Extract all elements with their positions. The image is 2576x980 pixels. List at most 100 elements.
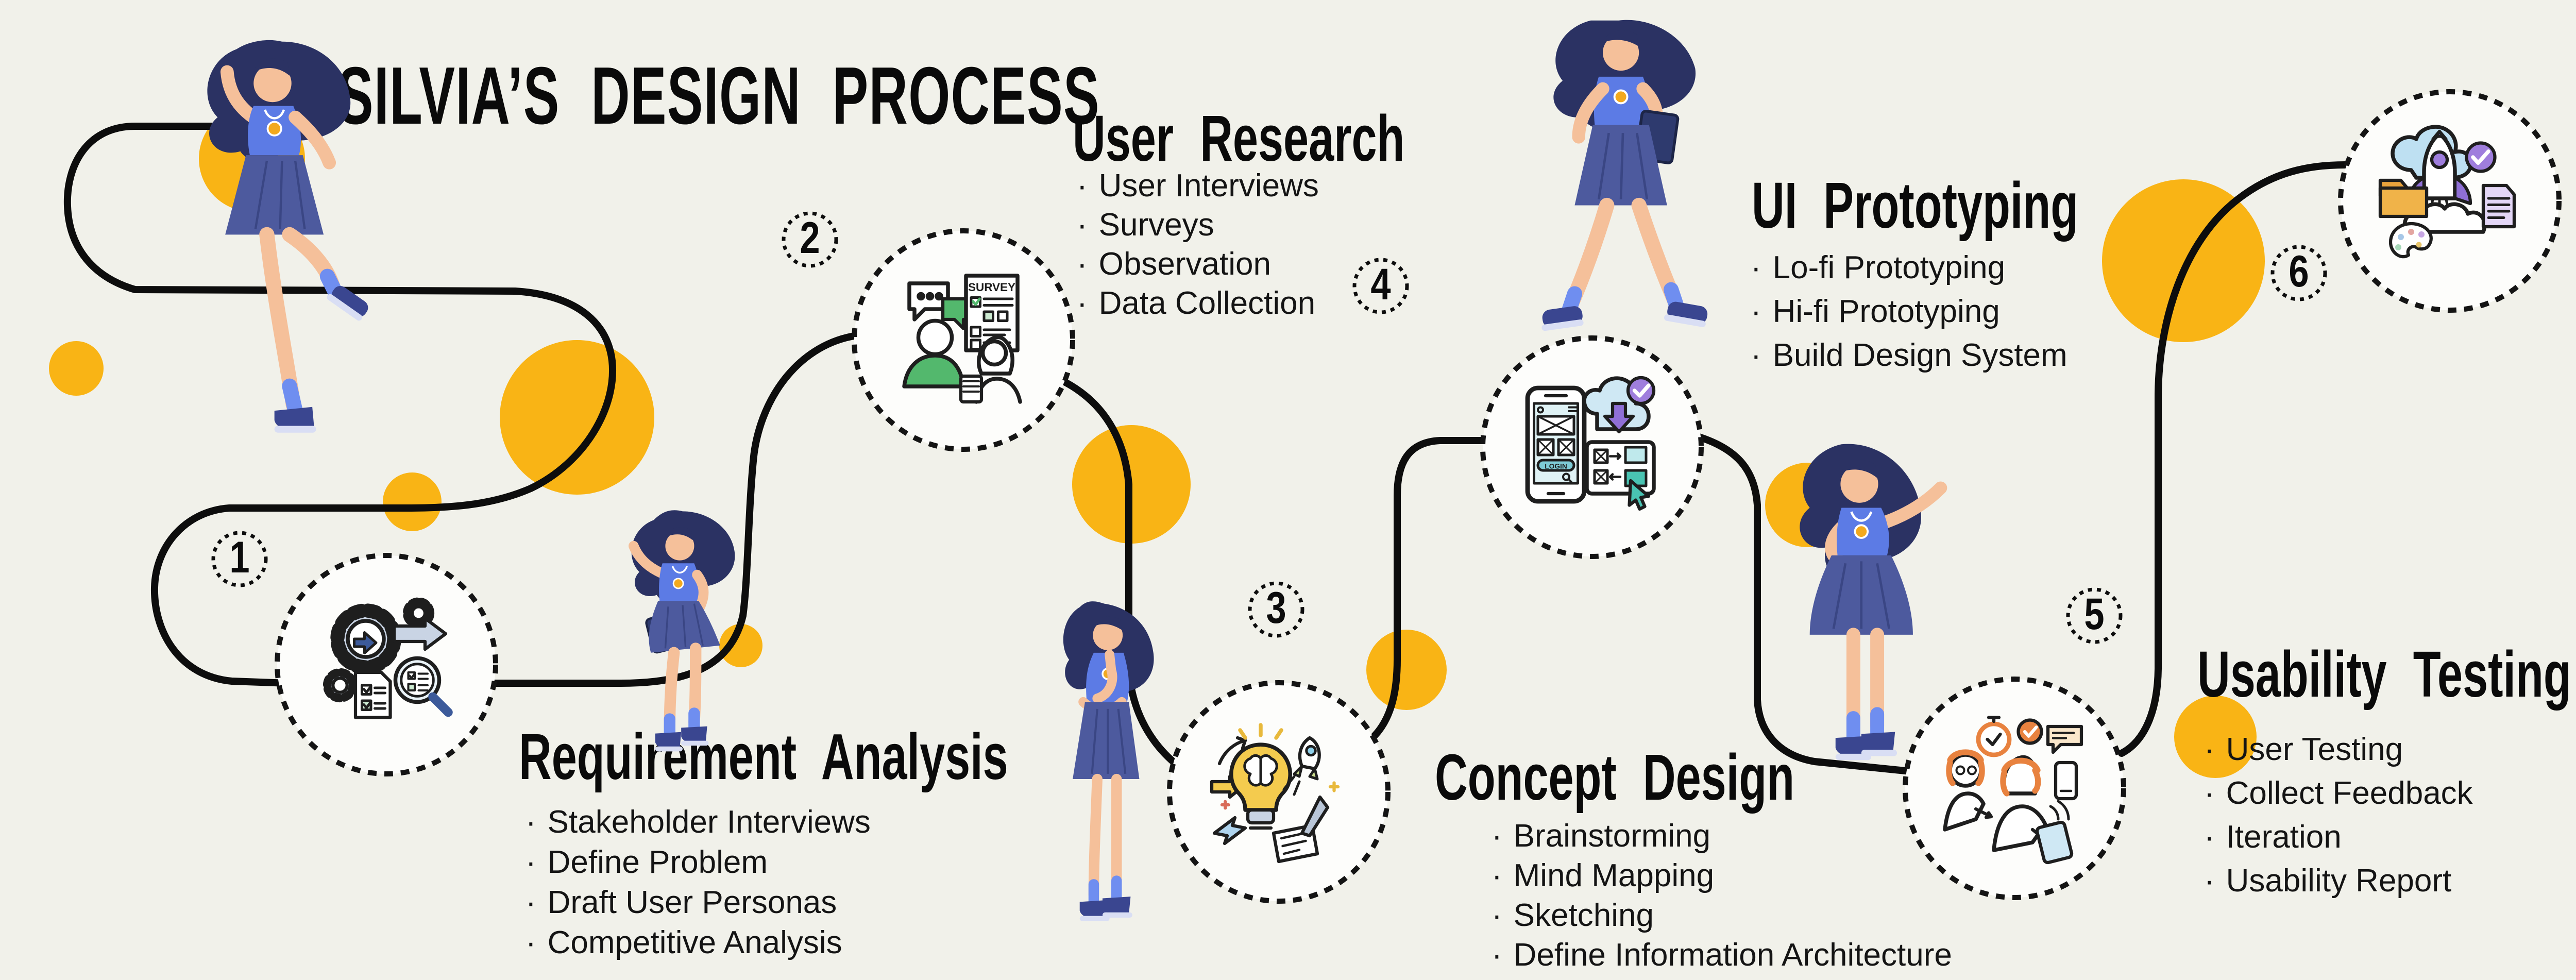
- list-item: ·Stakeholder Interviews: [526, 804, 871, 840]
- step-1-title: Requirement Analysis: [519, 720, 1008, 793]
- page-title: SILVIA’S DESIGN PROCESS: [337, 50, 1100, 141]
- palette-icon: [2388, 222, 2433, 259]
- cloud-download-icon: [1582, 376, 1656, 434]
- step-3-title: Concept Design: [1435, 741, 1794, 814]
- arrow-icon: [392, 616, 448, 651]
- step-5-title: Usability Testing: [2197, 638, 2571, 711]
- check-badge-icon: [2016, 718, 2043, 745]
- step-4-items: ·Lo-fi Prototyping ·Hi-fi Prototyping ·Bui…: [1751, 246, 2067, 377]
- lightbulb-brain-icon: [1229, 723, 1292, 830]
- tablet-flow-icon: [1585, 440, 1656, 496]
- phone-icon: [2054, 761, 2078, 801]
- step-number: 1: [229, 533, 250, 582]
- bullet-dot: ·: [2204, 863, 2215, 899]
- bullet-dot: ·: [526, 884, 536, 920]
- step-2-badge: 2: [780, 210, 840, 269]
- list-item: ·Competitive Analysis: [526, 924, 842, 960]
- running-woman-illustration: [207, 40, 368, 433]
- step-6-badge: 6: [2269, 243, 2329, 303]
- bullet-dot: ·: [1492, 858, 1502, 893]
- step-number: 3: [1266, 583, 1286, 633]
- requirement-analysis-icon: [323, 597, 453, 719]
- ui-prototyping-icon: LOGIN: [1525, 376, 1656, 511]
- list-item: ·Brainstorming: [1492, 818, 1711, 854]
- stopwatch-icon: [1976, 716, 2012, 757]
- list-item: ·Define Problem: [526, 844, 768, 880]
- list-item: ·Build Design System: [1751, 337, 2067, 373]
- accent-circle: [2102, 179, 2265, 342]
- login-button: [1536, 459, 1575, 472]
- tester-person-icon: [1943, 749, 1993, 832]
- bullet-dot: ·: [1492, 818, 1502, 854]
- interviewer-person-icon: [959, 335, 1022, 404]
- list-item: ·Collect Feedback: [2204, 775, 2473, 811]
- bullet-dot: ·: [1751, 250, 1761, 285]
- speech-bubble-icon: [2046, 724, 2083, 754]
- list-item: ·Define Information Architecture: [1492, 937, 1952, 973]
- step-3-badge: 3: [1246, 580, 1306, 639]
- step-4-title: UI Prototyping: [1752, 169, 2079, 242]
- bullet-dot: ·: [1492, 898, 1502, 933]
- step-number: 6: [2289, 247, 2309, 296]
- list-item: ·Surveys: [1077, 207, 1214, 243]
- list-item: ·Sketching: [1492, 898, 1654, 933]
- document-icon: [2481, 183, 2516, 229]
- accent-circle: [2174, 696, 2257, 778]
- bullet-dot: ·: [2204, 775, 2215, 811]
- walking-woman-illustration: [1541, 20, 1708, 331]
- step-2-items: ·User Interviews·Surveys·Observation·Dat…: [1077, 166, 1319, 323]
- step-1-items: ·Stakeholder Interviews ·Define Problem ·D…: [526, 802, 871, 962]
- folder-icon: [2378, 178, 2429, 218]
- list-item: ·Observation: [1077, 246, 1271, 282]
- sitting-woman-illustration: [629, 510, 735, 752]
- check-badge-icon: [1626, 376, 1656, 405]
- phone-wireframe-icon: LOGIN: [1525, 385, 1587, 504]
- list-item: ·Mind Mapping: [1492, 858, 1715, 893]
- accent-circle: [1366, 630, 1447, 710]
- list-item: ·Draft User Personas: [526, 884, 837, 920]
- accent-circle: [49, 341, 104, 396]
- list-item: ·User Testing: [2204, 732, 2403, 767]
- step-2-title: User Research: [1073, 102, 1405, 175]
- step-4-badge: 4: [1351, 256, 1411, 316]
- step-number: 4: [1370, 260, 1391, 309]
- step-5-badge: 5: [2064, 586, 2124, 646]
- search-icon: [1562, 472, 1570, 481]
- bullet-dot: ·: [1077, 285, 1088, 321]
- user-research-icon: SURVEY: [902, 274, 1022, 404]
- list-item: ·Usability Report: [2204, 863, 2452, 899]
- list-item: ·Lo-fi Prototyping: [1751, 250, 2006, 285]
- accent-circle: [500, 340, 654, 495]
- thinking-woman-illustration: [1063, 601, 1154, 921]
- bullet-dot: ·: [1492, 937, 1502, 973]
- arrow-icon: [1212, 816, 1247, 846]
- bullet-dot: ·: [1751, 337, 1761, 373]
- checklist-doc-icon: [353, 670, 392, 719]
- concept-design-icon: [1210, 723, 1340, 864]
- bullet-dot: ·: [1077, 246, 1088, 282]
- bullet-dot: ·: [1077, 167, 1088, 204]
- bullet-dot: ·: [2204, 819, 2215, 855]
- standing-woman-illustration: [1800, 444, 1947, 761]
- list-item: ·Iteration: [2204, 819, 2342, 855]
- bullet-dot: ·: [526, 804, 536, 840]
- user-with-tablet-icon: [1992, 755, 2074, 865]
- bullet-dot: ·: [526, 844, 536, 880]
- interviewee-person-icon: [902, 318, 965, 388]
- rocket-icon: [1282, 736, 1321, 796]
- bullet-dot: ·: [1077, 207, 1088, 243]
- step-number: 5: [2084, 589, 2105, 639]
- list-item: ·Hi-fi Prototyping: [1751, 294, 2000, 329]
- step-3-items: ·Brainstorming ·Mind Mapping ·Sketching ·De…: [1492, 816, 1952, 975]
- step-1-badge: 1: [210, 529, 269, 589]
- bullet-dot: ·: [2204, 732, 2215, 767]
- step-number: 2: [800, 213, 820, 263]
- bullet-dot: ·: [526, 924, 536, 960]
- curved-arrow-icon: [1217, 736, 1247, 766]
- list-item: ·Data Collection: [1077, 285, 1316, 321]
- survey-label: SURVEY: [968, 281, 1015, 294]
- cursor-icon: [1628, 479, 1651, 511]
- accent-circle: [383, 472, 442, 531]
